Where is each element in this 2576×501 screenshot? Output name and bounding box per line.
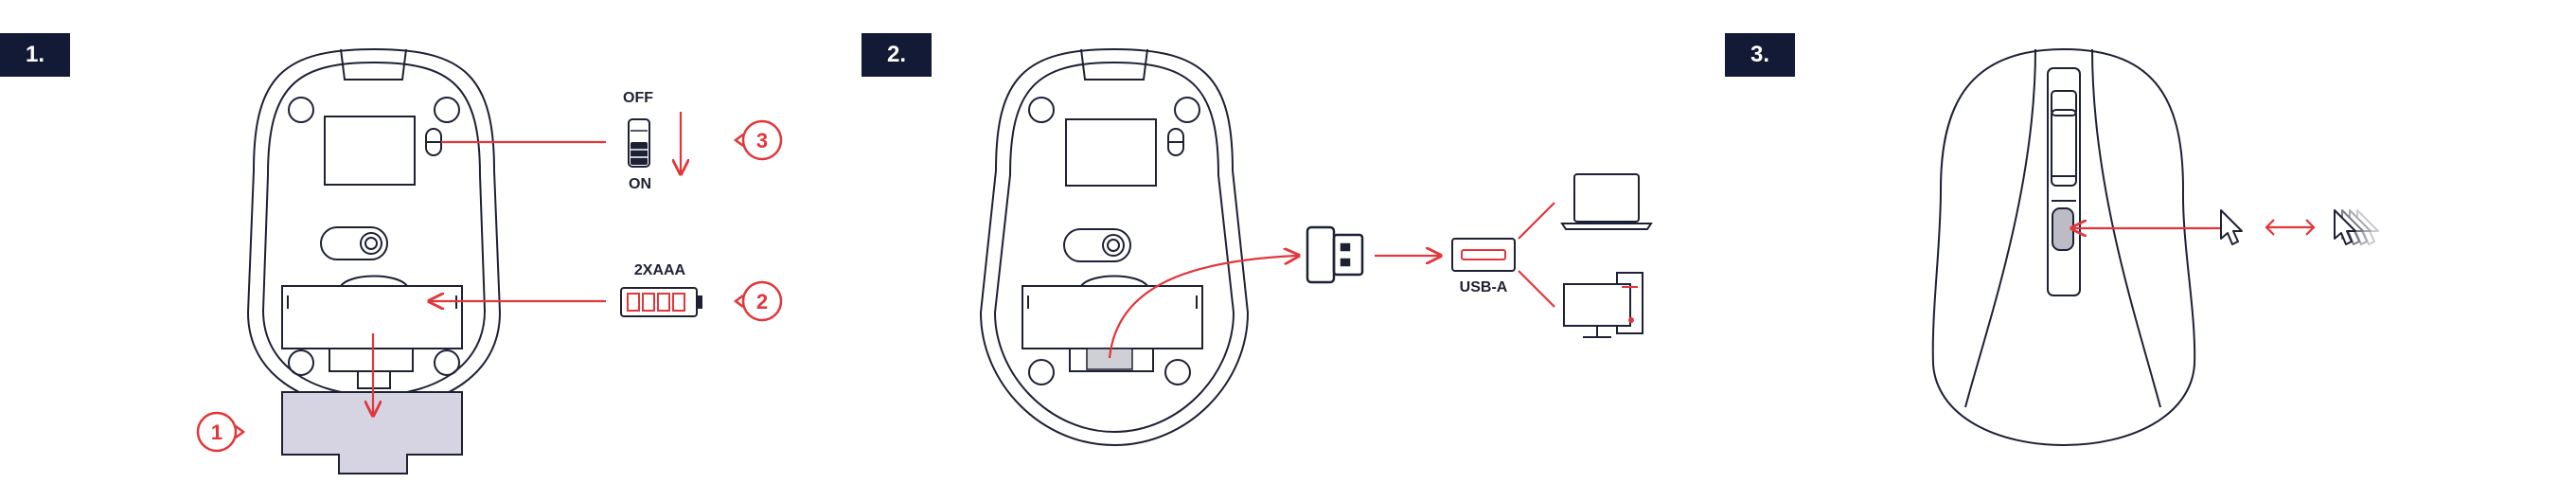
laptop-icon: [1562, 174, 1651, 229]
dpi-button: [2052, 208, 2073, 250]
battery-icon: 2XAAA: [621, 262, 702, 316]
usb-a-port-icon: USB-A: [1452, 239, 1515, 295]
callout-1: 1: [198, 413, 243, 451]
double-arrow-icon: [2266, 220, 2314, 235]
power-switch: OFF ON: [623, 90, 653, 192]
cursor-icon: [2221, 210, 2242, 244]
step1-panel: 1 OFF ON 3 2XAAA: [198, 49, 781, 474]
battery-label: 2XAAA: [634, 262, 686, 278]
step3-panel: [1933, 49, 2378, 445]
callout-2: 2: [736, 282, 781, 320]
usb-a-label: USB-A: [1460, 279, 1508, 295]
switch-on-label: ON: [629, 176, 651, 192]
step2-panel: USB-A: [981, 49, 1651, 445]
switch-off-label: OFF: [623, 90, 653, 106]
fast-cursor-icon: [2335, 210, 2378, 244]
desktop-computer-icon: [1564, 273, 1643, 337]
callout-3-label: 3: [756, 129, 768, 152]
callout-1-label: 1: [211, 420, 222, 444]
callout-3: 3: [736, 121, 781, 159]
usb-receiver-icon: [1307, 227, 1362, 282]
mouse-bottom-view-2: [981, 49, 1248, 445]
callout-2-label: 2: [756, 290, 768, 313]
